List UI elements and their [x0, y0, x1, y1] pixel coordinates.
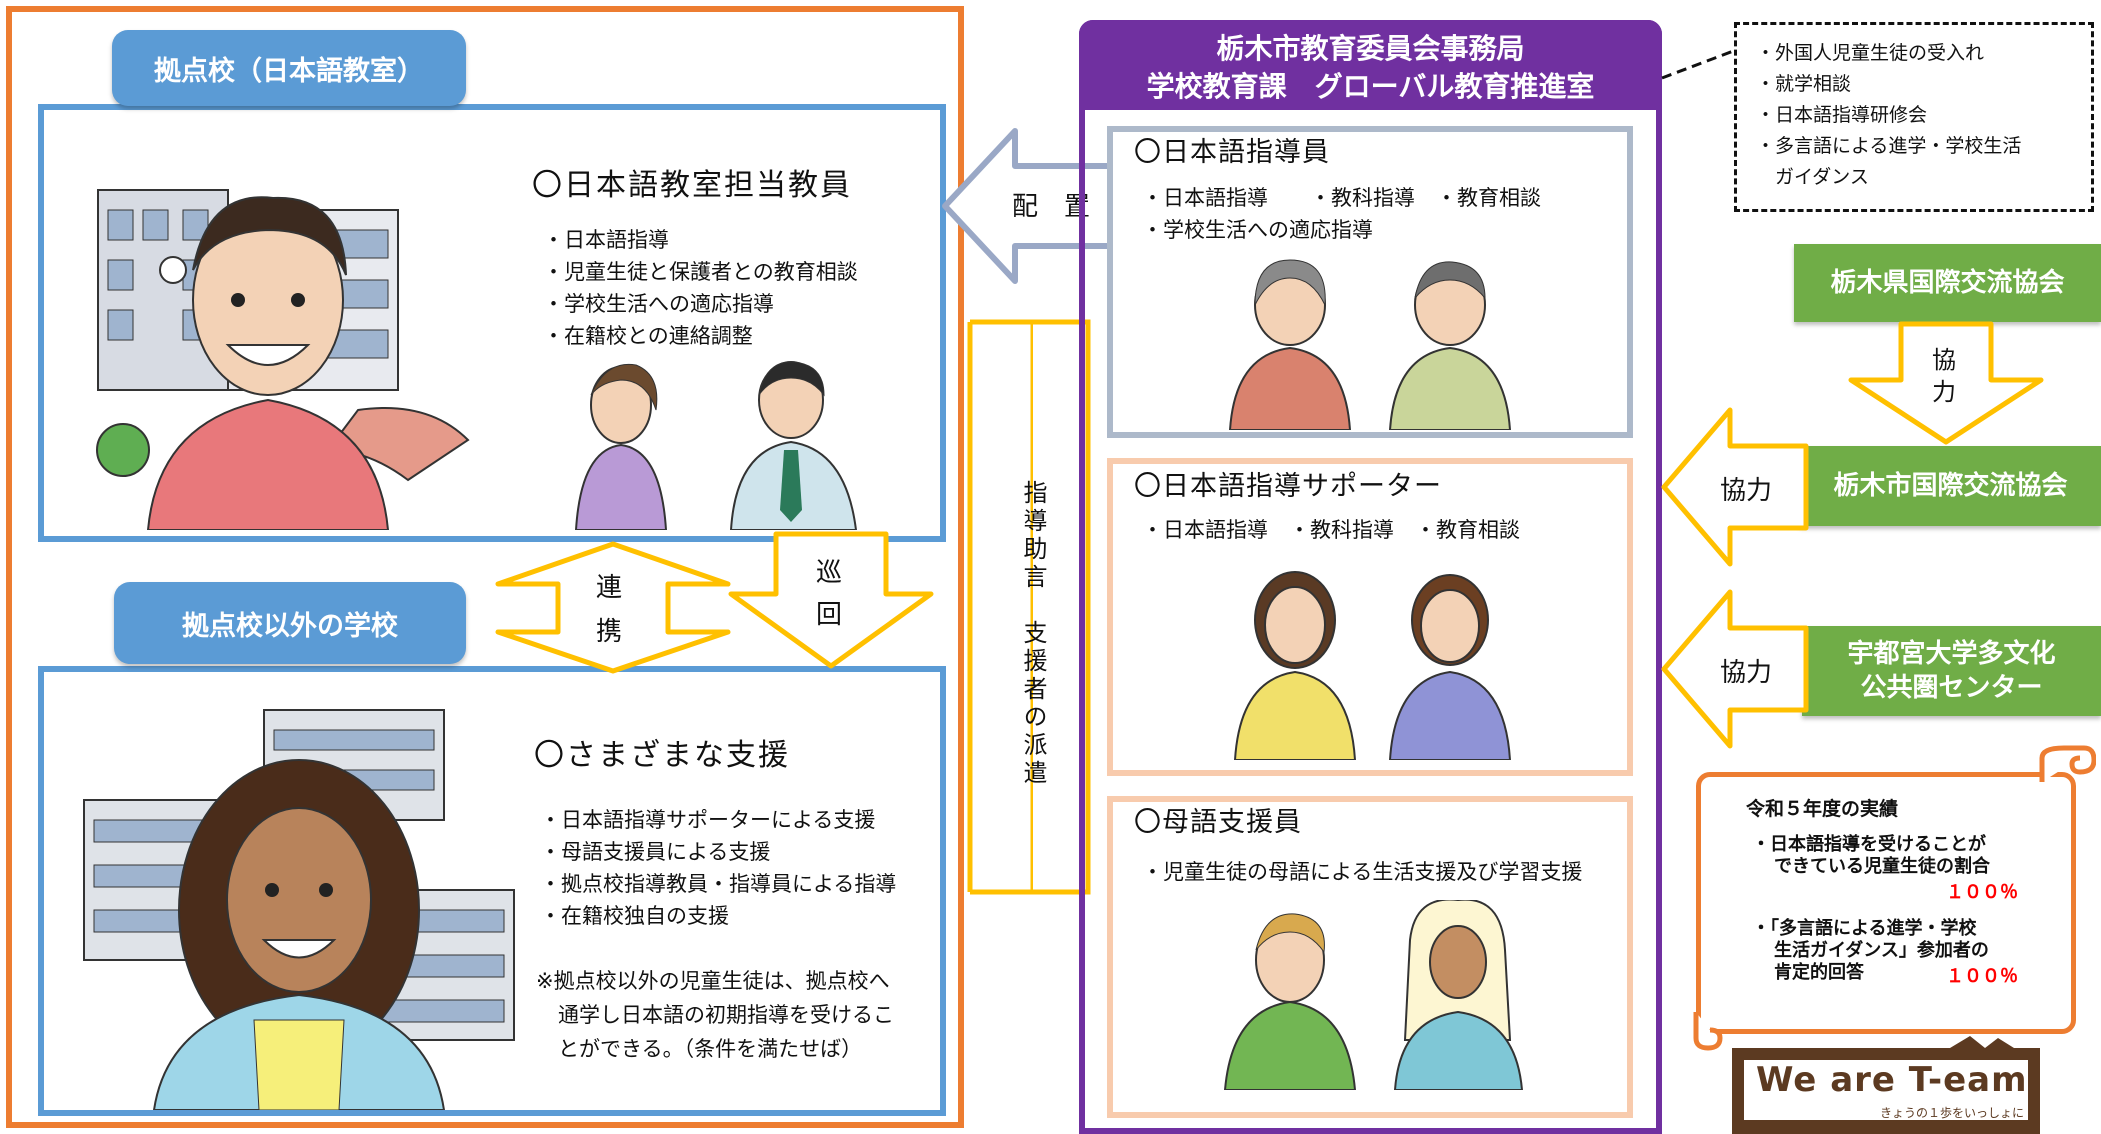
- results-title: 令和５年度の実績: [1746, 798, 1899, 820]
- team-logo-subtext: きょうの１歩をいっしょに: [1880, 1106, 2025, 1120]
- supporter-title: 〇日本語指導サポーター: [1134, 471, 1442, 502]
- instructors-illustration: [1228, 259, 1512, 430]
- results-item1: ・日本語指導を受けることが できている児童生徒の割合: [1752, 834, 1990, 877]
- list-item: ・多言語による進学・学校生活: [1756, 135, 2022, 157]
- supporters-illustration: [1233, 571, 1512, 760]
- other-list: ・日本語指導サポーターによる支援 ・母語支援員による支援 ・拠点校指導教員・指導…: [540, 804, 896, 932]
- instructor-line2: ・学校生活への適応指導: [1142, 218, 1373, 242]
- kyoryoku-arrow-2: [1661, 589, 1809, 749]
- list-item: ・日本語指導サポーターによる支援: [540, 808, 876, 832]
- list-item: ガイダンス: [1756, 166, 1869, 188]
- other-note: ※拠点校以外の児童生徒は、拠点校へ 通学し日本語の初期指導を受けるこ とができる…: [536, 969, 894, 1061]
- shido-arrow: [967, 319, 1091, 895]
- list-item: ・外国人児童生徒の受入れ: [1756, 42, 1985, 64]
- kyoryoku-arrow-1: [1661, 407, 1809, 567]
- instructor-box: [1107, 126, 1633, 438]
- instructor-line1: ・日本語指導 ・教科指導 ・教育相談: [1142, 186, 1541, 210]
- kyoryoku-label-1: 協力: [1720, 476, 1773, 506]
- native-supporters-illustration: [1223, 900, 1524, 1090]
- duties-box: [1734, 22, 2094, 212]
- native-box: [1107, 796, 1633, 1118]
- list-item: ・就学相談: [1756, 73, 1852, 95]
- list-item: ・在籍校独自の支援: [540, 904, 729, 928]
- results-scroll: [1696, 772, 2076, 1034]
- junkai-arrow: [728, 531, 934, 669]
- supporter-box: [1107, 458, 1633, 776]
- list-item: ・拠点校指導教員・指導員による指導: [540, 872, 897, 896]
- list-item: ・在籍校との連絡調整: [543, 324, 753, 348]
- renkei-label: 連携: [596, 573, 623, 647]
- list-item: ・母語支援員による支援: [540, 840, 771, 864]
- list-item: ・学校生活への適応指導: [543, 292, 774, 316]
- kyoryoku-down-arrow: [1848, 321, 2044, 445]
- renkei-arrow: [495, 541, 731, 674]
- native-title: 〇母語支援員: [1134, 807, 1302, 838]
- team-logo-text: We are T-eam: [1756, 1060, 2028, 1100]
- kyoryoku-label-2: 協力: [1720, 658, 1773, 688]
- school-teacher-illustration: [96, 189, 470, 530]
- schools-student-illustration: [83, 709, 515, 1110]
- left-frame: [6, 6, 964, 1128]
- native-line1: ・児童生徒の母語による生活支援及び学習支援: [1142, 860, 1583, 884]
- results-value1: １００％: [1946, 882, 2018, 903]
- scroll-curl-icon: [2039, 745, 2096, 782]
- kyoryoku-down-label: 協力: [1932, 346, 1956, 406]
- haichi-label: 配 置: [1012, 192, 1091, 222]
- scroll-curl-bottom-icon: [1693, 1012, 1723, 1051]
- list-item: ・日本語指導: [543, 228, 669, 252]
- instructor-title: 〇日本語指導員: [1134, 137, 1330, 168]
- pref-association: 栃木県国際交流協会: [1794, 244, 2101, 322]
- shido-label: 指導助言 支援者の派遣: [1019, 480, 1047, 788]
- other-title: 〇さまざまな支援: [534, 738, 790, 773]
- dashed-connector: [1661, 48, 1737, 80]
- city-association: 栃木市国際交流協会: [1800, 446, 2101, 526]
- teachers-illustration: [574, 361, 858, 530]
- results-value2: １００％: [1946, 966, 2018, 987]
- junkai-label: 巡回: [816, 558, 843, 630]
- team-logo: [1732, 1036, 2040, 1134]
- results-item2: ・「多言語による進学・学校 生活ガイダンス」参加者の 肯定的回答: [1752, 918, 1989, 983]
- kyoten-title: 〇日本語教室担当教員: [532, 168, 852, 203]
- kyoten-list: ・日本語指導 ・児童生徒と保護者との教育相談 ・学校生活への適応指導 ・在籍校と…: [543, 224, 858, 352]
- univ-center: 宇都宮大学多文化 公共圏センター: [1802, 626, 2101, 716]
- supporter-line1: ・日本語指導 ・教科指導 ・教育相談: [1142, 518, 1520, 542]
- list-item: ・児童生徒と保護者との教育相談: [543, 260, 858, 284]
- kyoten-tab: 拠点校（日本語教室）: [112, 30, 466, 106]
- board-header: 栃木市教育委員会事務局 学校教育課 グローバル教育推進室: [1079, 20, 1662, 110]
- other-tab: 拠点校以外の学校: [114, 582, 466, 664]
- list-item: ・日本語指導研修会: [1756, 104, 1928, 126]
- duties-list: ・外国人児童生徒の受入れ ・就学相談 ・日本語指導研修会 ・多言語による進学・学…: [1756, 38, 2021, 193]
